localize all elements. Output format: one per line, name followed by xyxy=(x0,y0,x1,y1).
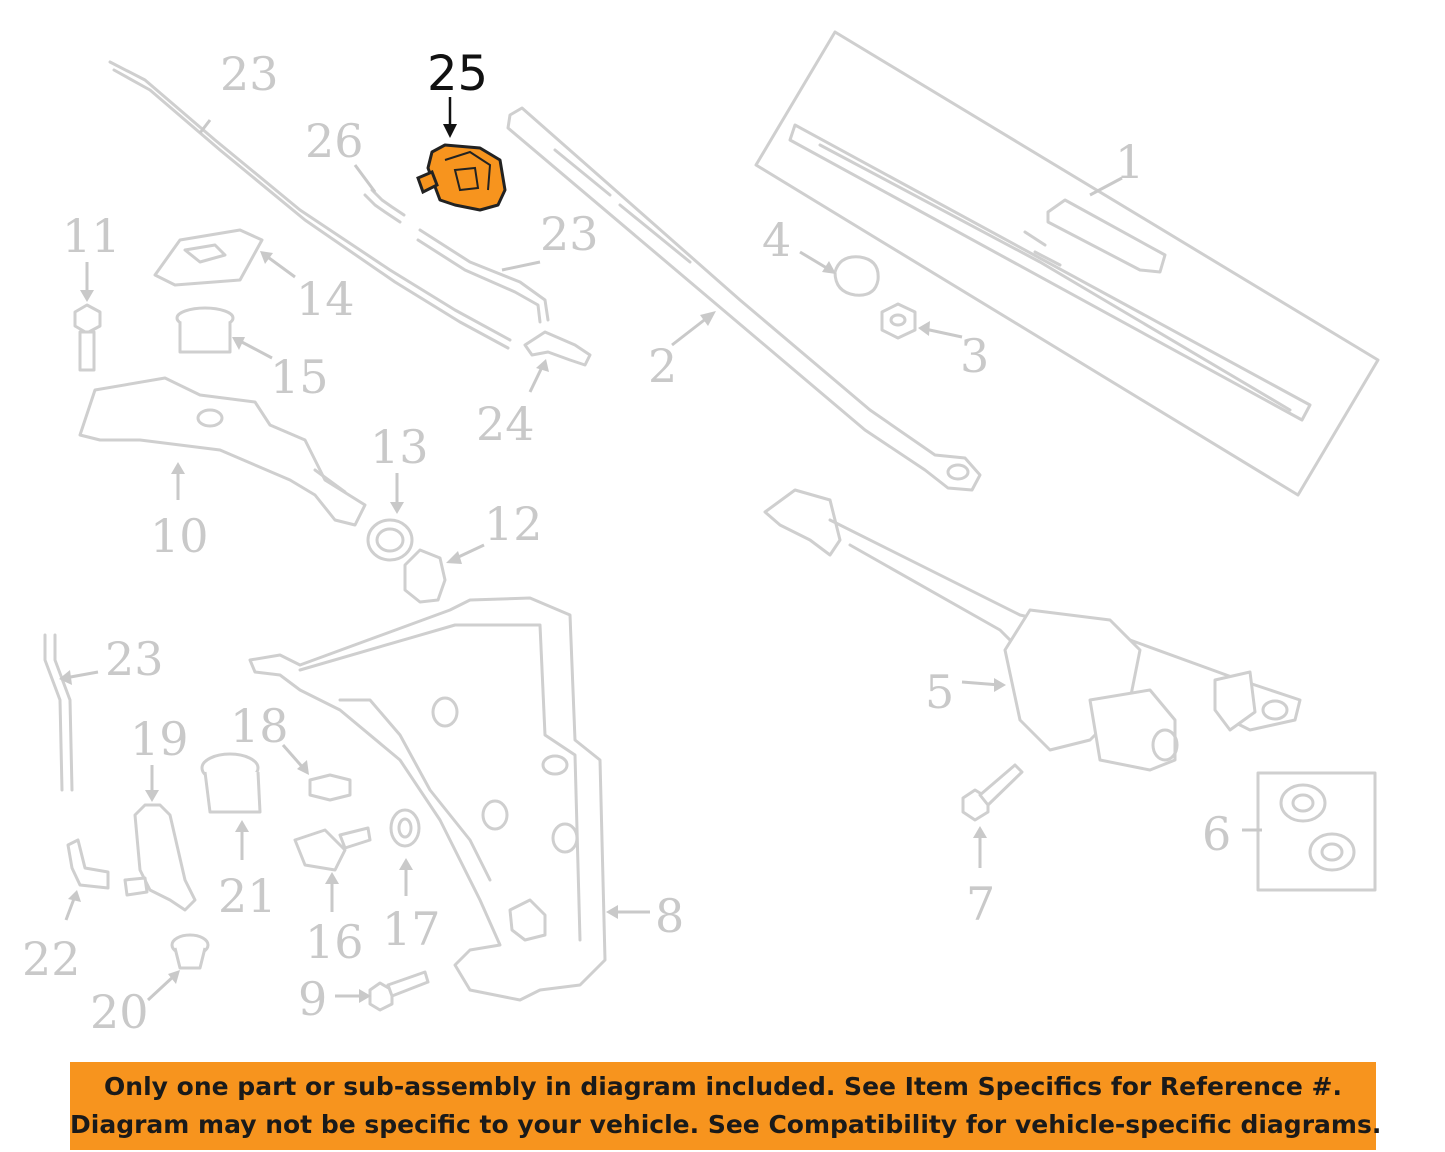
svg-text:16: 16 xyxy=(305,915,364,969)
part-26-check-valve xyxy=(363,188,406,224)
part-1-wiper-blade xyxy=(754,30,1380,497)
svg-text:22: 22 xyxy=(22,932,81,986)
svg-text:2: 2 xyxy=(648,339,677,393)
svg-text:12: 12 xyxy=(484,497,543,551)
svg-text:8: 8 xyxy=(655,889,684,943)
part-14-cap xyxy=(153,228,264,287)
svg-text:17: 17 xyxy=(382,902,441,956)
svg-text:6: 6 xyxy=(1202,807,1231,861)
svg-text:25: 25 xyxy=(427,46,488,102)
part-22-elbow-connector xyxy=(66,838,110,890)
svg-text:20: 20 xyxy=(90,985,149,1039)
svg-text:4: 4 xyxy=(762,213,791,267)
disclaimer-line-2: Diagram may not be specific to your vehi… xyxy=(70,1110,1382,1139)
part-number-labels: 1 2 3 4 5 6 7 8 9 10 11 12 13 14 15 16 1… xyxy=(22,47,1231,1039)
svg-text:26: 26 xyxy=(305,114,364,168)
svg-text:18: 18 xyxy=(230,699,289,753)
part-25-washer-nozzle-highlighted[interactable] xyxy=(416,143,507,212)
part-3-nut xyxy=(880,302,917,340)
part-5-wiper-linkage-motor xyxy=(763,488,1302,772)
svg-text:13: 13 xyxy=(370,420,429,474)
svg-text:19: 19 xyxy=(130,712,189,766)
part-8-washer-reservoir xyxy=(248,596,607,1002)
part-11-bolt xyxy=(73,303,102,372)
part-17-seal xyxy=(389,808,421,848)
part-12-grommet xyxy=(403,548,447,604)
disclaimer-banner: Only one part or sub-assembly in diagram… xyxy=(70,1062,1382,1150)
part-19-washer-pump xyxy=(123,803,197,912)
part-13-seal xyxy=(366,518,414,562)
part-21-grommet xyxy=(200,752,262,814)
callout-25: 25 xyxy=(427,46,488,138)
svg-text:3: 3 xyxy=(960,329,989,383)
part-24-connector xyxy=(523,330,592,367)
svg-text:5: 5 xyxy=(925,665,954,719)
svg-text:1: 1 xyxy=(1115,135,1144,189)
part-7-bolt xyxy=(961,763,1024,822)
part-6-grommets xyxy=(1256,771,1377,892)
svg-text:15: 15 xyxy=(270,350,329,404)
svg-text:24: 24 xyxy=(476,397,535,451)
part-15-adapter xyxy=(175,306,235,354)
part-9-bolt xyxy=(368,970,430,1012)
svg-text:23: 23 xyxy=(220,47,279,101)
part-4-cap xyxy=(833,255,880,297)
part-18-plug xyxy=(308,773,352,802)
svg-text:21: 21 xyxy=(218,869,277,923)
svg-text:9: 9 xyxy=(298,972,327,1026)
part-16-level-sensor xyxy=(293,826,372,872)
svg-text:23: 23 xyxy=(105,632,164,686)
leader-arrows xyxy=(59,119,1262,1003)
svg-text:14: 14 xyxy=(296,272,355,326)
svg-text:10: 10 xyxy=(150,509,209,563)
part-2-wiper-arm xyxy=(506,106,982,492)
svg-text:23: 23 xyxy=(540,207,599,261)
svg-text:11: 11 xyxy=(62,209,121,263)
svg-text:7: 7 xyxy=(966,877,995,931)
part-10-filler-neck xyxy=(78,376,367,527)
part-20-grommet xyxy=(170,933,210,970)
disclaimer-line-1: Only one part or sub-assembly in diagram… xyxy=(104,1072,1342,1101)
